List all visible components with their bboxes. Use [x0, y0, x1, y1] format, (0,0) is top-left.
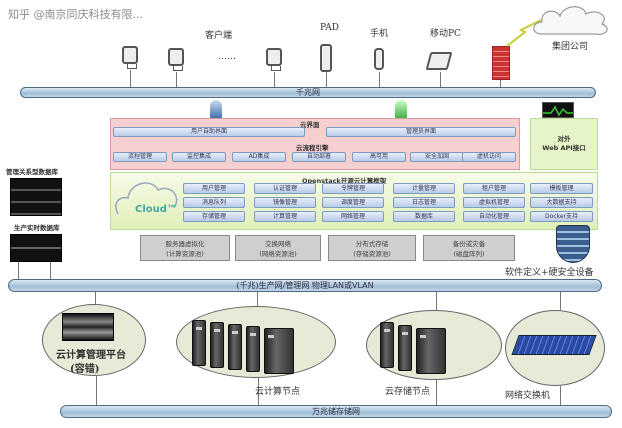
pad-label: PAD — [320, 23, 339, 33]
lightning-icon — [506, 19, 542, 47]
openstack-module: 令牌管理 — [322, 183, 384, 194]
compute-server-icon — [228, 324, 242, 370]
10g-storage-network-bus: 万兆储存储网 — [60, 405, 612, 418]
resource-pool: 备份或灾备 (磁盘阵列) — [423, 235, 515, 261]
openstack-module: Docker支持 — [530, 211, 593, 222]
flow-engine-item: AD集成 — [232, 152, 286, 162]
openstack-module: 模板管理 — [530, 183, 593, 194]
compute-node-label: 云计算节点 — [255, 387, 301, 397]
web-api-line1: 对外 — [557, 135, 571, 143]
security-label: 软件定义+硬安全设备 — [505, 268, 594, 278]
flow-engine-item: 虚机访问 — [462, 152, 516, 162]
storage-server-icon — [398, 325, 412, 371]
storage-server-icon — [416, 328, 446, 374]
group-company-label: 集团公司 — [552, 42, 589, 52]
flow-engine-item: 监控集成 — [172, 152, 226, 162]
resource-pool-type: (网络资源池) — [259, 250, 297, 258]
gigabit-network-bus: 千兆网 — [20, 87, 596, 98]
openstack-module: 消息队列 — [183, 197, 245, 208]
cloud-icon — [533, 6, 608, 35]
rack-server-icon — [62, 313, 114, 341]
openstack-module: 租户管理 — [463, 183, 525, 194]
user-icon — [210, 100, 222, 120]
phone-icon — [374, 48, 384, 70]
pad-icon — [320, 44, 332, 72]
db1-label: 管理关系型数据库 — [6, 168, 58, 176]
resource-pool-type: (磁盘阵列) — [453, 250, 485, 258]
realtime-db-server-icon — [10, 234, 62, 262]
monitor-icon — [542, 102, 574, 118]
openstack-module: 认证管理 — [254, 183, 316, 194]
web-api-box — [530, 118, 598, 170]
flow-engine-item: 安全加固 — [410, 152, 464, 162]
openstack-module: 虚拟机管理 — [463, 197, 525, 208]
openstack-module: 计算管理 — [254, 211, 316, 222]
flow-engine-item: 高可用 — [352, 152, 406, 162]
phone-label: 手机 — [370, 29, 389, 39]
laptop-icon — [425, 52, 453, 70]
mgmt-platform-sublabel: (容错) — [70, 364, 100, 375]
openstack-module: 日志管理 — [393, 197, 455, 208]
compute-server-icon — [192, 320, 206, 366]
openstack-module: 自动化管理 — [463, 211, 525, 222]
storage-server-icon — [380, 322, 394, 368]
security-shield-icon — [556, 225, 590, 263]
resource-pool: 服务器虚拟化 (计算资源池) — [140, 235, 230, 261]
user-self-service-ui: 用户自助界面 — [113, 127, 305, 137]
openstack-module: 数据库 — [393, 211, 455, 222]
mgmt-platform-label: 云计算管理平台 — [56, 350, 126, 361]
client-monitor-icon — [168, 48, 184, 71]
compute-server-icon — [264, 328, 294, 374]
firewall-icon — [492, 46, 510, 80]
resource-pool-name: 分布式存储 — [355, 240, 389, 248]
resource-pool: 分布式存储 (存储资源池) — [328, 235, 416, 261]
openstack-module: 大数据支持 — [530, 197, 593, 208]
resource-pool-type: (存储资源池) — [353, 250, 391, 258]
resource-pool-name: 服务器虚拟化 — [165, 240, 205, 248]
resource-pool: 交换网络 (网络资源池) — [235, 235, 321, 261]
flow-engine-title: 云流程引擎 — [296, 144, 329, 152]
switch-label: 网络交换机 — [505, 391, 551, 401]
admin-icon — [395, 100, 407, 120]
db2-label: 生产实时数据库 — [14, 224, 60, 232]
client-monitor-icon — [266, 48, 282, 71]
cloud-logo-icon — [115, 182, 178, 215]
openstack-module: 计量管理 — [393, 183, 455, 194]
compute-server-icon — [210, 322, 224, 368]
clients-label: 客户端 — [205, 31, 233, 41]
web-api-line2: Web API接口 — [542, 144, 586, 152]
resource-pool-name: 备份或灾备 — [452, 240, 486, 248]
ellipsis: …… — [218, 52, 236, 62]
client-monitor-icon — [122, 46, 138, 69]
flow-engine-item: 流程管理 — [113, 152, 167, 162]
cloud-logo-text: Cloud™ — [135, 204, 177, 215]
storage-node-label: 云存储节点 — [385, 387, 431, 397]
resource-pool-name: 交换网络 — [265, 240, 291, 248]
watermark: 知乎 @南京同庆科技有限... — [8, 8, 143, 21]
openstack-title: Openstack开源云计算框架 — [302, 177, 387, 185]
resource-pool-type: (计算资源池) — [166, 250, 204, 258]
compute-server-icon — [246, 326, 260, 372]
admin-ui: 管理员界面 — [326, 127, 516, 137]
openstack-module: 镜像管理 — [254, 197, 316, 208]
openstack-module: 存储管理 — [183, 211, 245, 222]
openstack-module: 用户管理 — [183, 183, 245, 194]
cloud-ui-title: 云界面 — [300, 121, 320, 129]
mobile-pc-label: 移动PC — [430, 29, 461, 39]
relational-db-server-icon — [10, 178, 62, 216]
network-switch-icon — [511, 335, 597, 355]
openstack-module: 网络管理 — [322, 211, 384, 222]
flow-engine-item: 自动部署 — [292, 152, 346, 162]
production-management-network-bus: (千兆)生产网/管理网 物理LAN或VLAN — [8, 279, 602, 292]
openstack-module: 调度管理 — [322, 197, 384, 208]
